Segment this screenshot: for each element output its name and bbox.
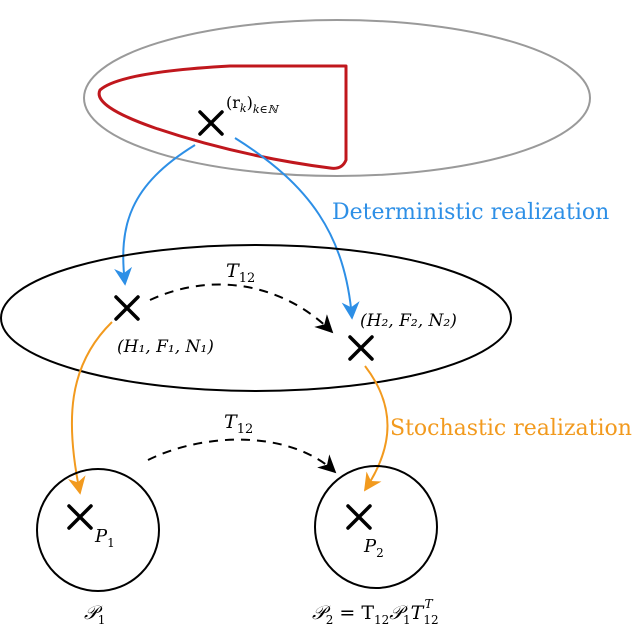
distribution-1-caption: 𝒫1 [84, 602, 105, 627]
distribution-2-inner-label: P2 [363, 536, 384, 560]
system-1-triple: (H₁, F₁, N₁) [117, 337, 214, 357]
system-2-cross [348, 335, 374, 361]
stochastic-arrow-left [67, 321, 113, 495]
sequence-label: (rk)k∈ℕ [226, 93, 280, 116]
system-ellipse [0, 244, 512, 392]
stochastic-arrow-right [364, 365, 389, 492]
transform-label-upper: T12 [226, 260, 255, 286]
deterministic-arrow-right [234, 137, 360, 320]
transform-arrow-upper [149, 283, 334, 334]
sequence-point-cross [198, 110, 224, 136]
distribution-1-circle [36, 468, 160, 592]
distribution-2-circle [314, 465, 438, 589]
system-1-cross [114, 295, 140, 321]
transform-label-lower: T12 [224, 411, 253, 437]
deterministic-label: Deterministic realization [332, 200, 609, 225]
transform-arrow-lower [147, 438, 337, 474]
outer-parameter-ellipse [83, 19, 591, 177]
system-2-triple: (H₂, F₂, N₂) [360, 311, 457, 331]
distribution-1-cross [67, 504, 93, 530]
distribution-1-inner-label: P1 [94, 526, 115, 550]
deterministic-arrow-left [114, 144, 196, 286]
stochastic-label: Stochastic realization [390, 416, 632, 441]
distribution-2-caption: 𝒫2 = T12𝒫1T12T [312, 597, 439, 627]
red-region [97, 64, 348, 170]
distribution-2-cross [346, 504, 372, 530]
